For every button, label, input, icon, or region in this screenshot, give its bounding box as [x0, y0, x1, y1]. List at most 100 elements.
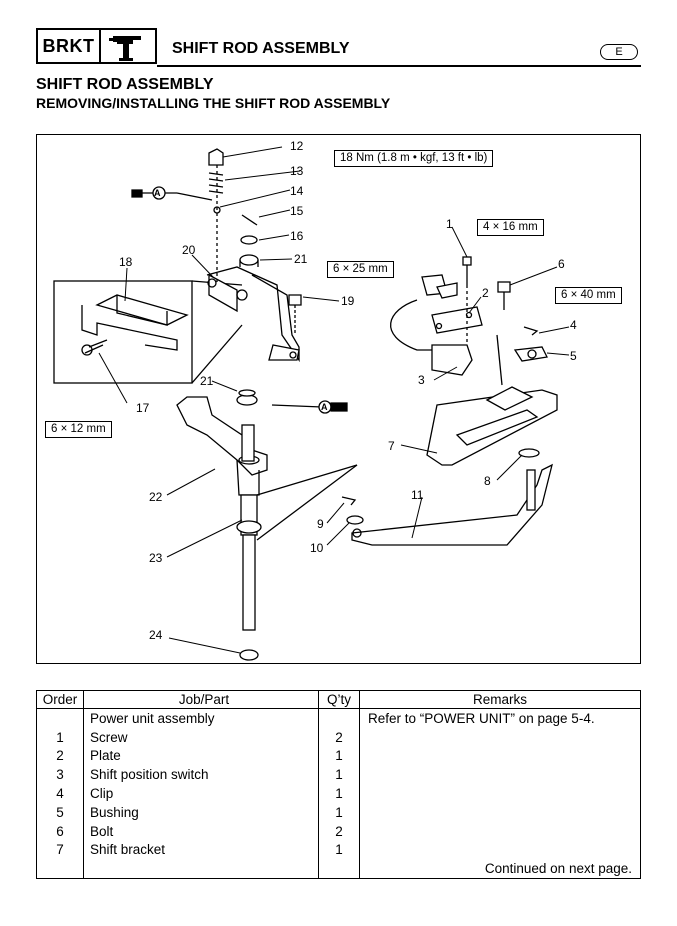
- job-part-cell: Plate: [83, 746, 319, 766]
- job-part-cell: Screw: [83, 727, 319, 747]
- exploded-diagram: 18 Nm (1.8 m • kgf, 13 ft • lb) 4 × 16 m…: [36, 134, 641, 664]
- torque-spec-text: 18 Nm (1.8 m • kgf, 13 ft • lb): [340, 152, 488, 164]
- qty-cell: 2: [318, 821, 360, 841]
- bolt-spec-1: 4 × 16 mm: [477, 219, 544, 236]
- header-qty: Q’ty: [318, 690, 360, 709]
- callout-8: 8: [484, 474, 491, 488]
- job-part-cell: Power unit assembly: [83, 708, 319, 728]
- order-cell: 3: [36, 765, 84, 785]
- table-row: Power unit assembly Refer to “POWER UNIT”…: [36, 708, 641, 728]
- lubricant-symbol-lower: A: [321, 402, 328, 412]
- bolt-spec-1-text: 4 × 16 mm: [483, 221, 538, 233]
- callout-20: 20: [182, 243, 196, 257]
- bracket-18: [81, 305, 178, 351]
- empty-cell: [36, 859, 84, 880]
- order-cell: 7: [36, 840, 84, 860]
- qty-cell: 1: [318, 765, 360, 785]
- job-part-cell: Shift bracket: [83, 840, 319, 860]
- header-order: Order: [36, 690, 84, 709]
- language-badge-label: E: [615, 46, 623, 58]
- header-remarks: Remarks: [359, 690, 641, 709]
- bolt-17: [84, 339, 108, 354]
- callout-2: 2: [482, 286, 489, 300]
- section-subtitle: REMOVING/INSTALLING THE SHIFT ROD ASSEMB…: [36, 95, 391, 111]
- callout-23: 23: [149, 551, 163, 565]
- remarks-cell: [359, 746, 641, 766]
- remarks-cell: Refer to “POWER UNIT” on page 5-4.: [359, 708, 641, 728]
- order-cell: 2: [36, 746, 84, 766]
- qty-cell: 2: [318, 727, 360, 747]
- qty-cell: 1: [318, 840, 360, 860]
- job-part-cell: Bushing: [83, 802, 319, 822]
- empty-cell: [83, 859, 319, 880]
- remarks-cell: [359, 802, 641, 822]
- outboard-motor-icon: [101, 28, 157, 64]
- qty-cell: [318, 708, 360, 728]
- torque-spec-box: 18 Nm (1.8 m • kgf, 13 ft • lb): [334, 150, 494, 167]
- remarks-cell: [359, 727, 641, 747]
- callout-10: 10: [310, 541, 324, 555]
- callout-16: 16: [290, 229, 304, 243]
- bolt-spec-19-text: 6 × 25 mm: [333, 263, 388, 275]
- exploded-diagram-drawing: [53, 146, 570, 661]
- remarks-cell: [359, 821, 641, 841]
- order-cell: 1: [36, 727, 84, 747]
- shift-lever-20: [206, 266, 300, 363]
- callout-22: 22: [149, 490, 163, 504]
- callout-7: 7: [388, 439, 395, 453]
- qty-cell: 1: [318, 746, 360, 766]
- bolt-spec-17: 6 × 12 mm: [45, 421, 112, 438]
- bolt-spec-6-text: 6 × 40 mm: [561, 289, 616, 301]
- chapter-title: SHIFT ROD ASSEMBLY: [172, 40, 350, 57]
- callout-3: 3: [418, 373, 425, 387]
- order-cell: 4: [36, 784, 84, 803]
- continued-note: Continued on next page.: [359, 859, 641, 880]
- callout-24: 24: [149, 628, 163, 642]
- section-code: BRKT: [42, 35, 95, 56]
- callout-4: 4: [570, 318, 577, 332]
- empty-cell: [318, 859, 360, 880]
- section-code-badge: BRKT: [36, 28, 101, 64]
- callout-5: 5: [570, 349, 577, 363]
- qty-cell: 1: [318, 802, 360, 822]
- remarks-cell: [359, 784, 641, 803]
- remarks-cell: [359, 840, 641, 860]
- callout-19: 19: [341, 294, 355, 308]
- inset-detail-frame: [53, 280, 193, 384]
- header-rule: [157, 65, 641, 67]
- shift-lever-11: [351, 463, 553, 546]
- section-title: SHIFT ROD ASSEMBLY: [36, 76, 214, 93]
- shift-rod-24: [242, 534, 256, 631]
- job-part-cell: Bolt: [83, 821, 319, 841]
- callout-15: 15: [290, 204, 304, 218]
- bolt-spec-19: 6 × 25 mm: [327, 261, 394, 278]
- callout-14: 14: [290, 184, 304, 198]
- remarks-cell: [359, 765, 641, 785]
- job-part-cell: Shift position switch: [83, 765, 319, 785]
- plate-2: [431, 306, 483, 334]
- table-row-continued: Continued on next page.: [36, 859, 641, 880]
- order-cell: [36, 708, 84, 728]
- language-badge: E: [600, 44, 638, 60]
- callout-13: 13: [290, 164, 304, 178]
- order-cell: 6: [36, 821, 84, 841]
- callout-17: 17: [136, 401, 150, 415]
- lubricant-symbol-top: A: [154, 188, 161, 198]
- qty-cell: 1: [318, 784, 360, 803]
- callout-18: 18: [119, 255, 133, 269]
- callout-12: 12: [290, 139, 304, 153]
- table-header-row: Order Job/Part Q’ty Remarks: [36, 690, 641, 709]
- callout-6: 6: [558, 257, 565, 271]
- header-job-part: Job/Part: [83, 690, 319, 709]
- parts-table-body: Power unit assembly Refer to “POWER UNIT”…: [36, 708, 641, 880]
- bolt-spec-17-text: 6 × 12 mm: [51, 423, 106, 435]
- callout-21-lower: 21: [200, 374, 214, 388]
- callout-21-upper: 21: [294, 252, 308, 266]
- job-part-cell: Clip: [83, 784, 319, 803]
